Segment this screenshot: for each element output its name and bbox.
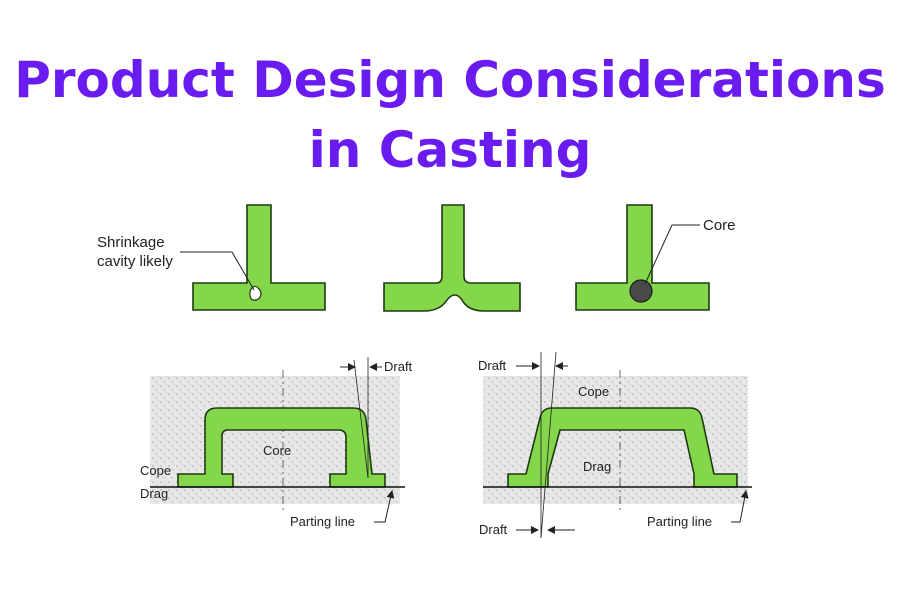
cope-label: Cope <box>140 463 171 478</box>
drag-label: Drag <box>583 459 611 474</box>
shrinkage-leader <box>180 251 255 291</box>
tee-shape <box>575 204 710 311</box>
tee-junction-cored: Core <box>575 204 736 311</box>
shrinkage-label-line2: cavity likely <box>97 253 173 270</box>
tee-junction-shrinkage: Shrinkage cavity likely <box>97 204 326 311</box>
draft-line <box>353 359 369 479</box>
shrinkage-label-line1: Shrinkage <box>97 234 165 251</box>
parting-line-label: Parting line <box>647 514 712 529</box>
mold-left: Draft Core Cope Drag Parting line <box>140 357 413 529</box>
draft-line <box>540 351 557 539</box>
tee-shape <box>192 204 326 311</box>
cope-label: Cope <box>578 384 609 399</box>
tee-junction-improved <box>383 204 521 312</box>
core-label: Core <box>703 217 736 234</box>
draft-top-label: Draft <box>478 358 507 373</box>
core-label: Core <box>263 443 291 458</box>
drag-label: Drag <box>140 486 168 501</box>
shrinkage-cavity <box>249 285 262 301</box>
tee-shape <box>383 204 521 312</box>
draft-bottom-label: Draft <box>479 522 508 537</box>
parting-line-label: Parting line <box>290 514 355 529</box>
parting-line-leader <box>374 490 395 523</box>
core-leader <box>644 224 700 285</box>
parting-line-leader <box>731 490 749 523</box>
draft-label: Draft <box>384 359 413 374</box>
core-circle <box>629 279 653 303</box>
mold-right: Draft Draft Cope Drag Parting line <box>478 351 752 539</box>
title-line-1: Product Design Considerations <box>14 51 886 109</box>
title-line-2: in Casting <box>308 121 592 179</box>
